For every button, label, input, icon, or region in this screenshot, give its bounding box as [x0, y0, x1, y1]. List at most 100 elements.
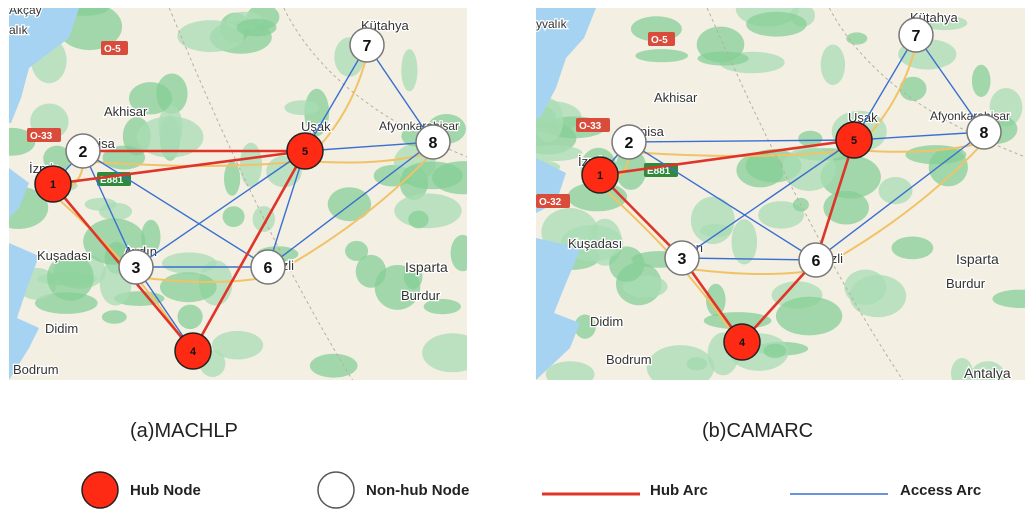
access-arc-2-6	[82, 150, 269, 268]
hub-node-5	[835, 121, 873, 159]
vegetation-patch	[846, 32, 868, 45]
road-badge-label: O-33	[579, 121, 602, 132]
nonhub-node-6	[798, 242, 834, 278]
legend-hub-node: Hub Node	[80, 470, 240, 510]
vegetation-patch	[309, 353, 358, 378]
road-badge	[536, 194, 570, 208]
vegetation-patch	[304, 88, 330, 137]
vegetation-patch	[374, 265, 421, 310]
hub-arc-1-3	[599, 174, 683, 259]
vegetation-patch	[823, 190, 869, 225]
access-arc-3-5	[681, 139, 855, 259]
node-label-1: 1	[597, 170, 603, 182]
node-label-1: 1	[50, 179, 56, 191]
nonhub-node-2	[65, 133, 101, 169]
road-badge	[648, 32, 675, 46]
vegetation-patch	[878, 177, 913, 205]
place-label: Isparta	[405, 259, 448, 275]
road	[267, 151, 434, 278]
vegetation-patch	[798, 130, 823, 147]
road-badge-label: O-33	[30, 131, 53, 142]
node-label-6: 6	[264, 260, 273, 277]
node-label-2: 2	[79, 144, 88, 161]
vegetation-patch	[690, 196, 735, 244]
road-badge	[101, 41, 128, 55]
road	[82, 160, 306, 167]
vegetation-patch	[891, 236, 934, 260]
vegetation-patch	[746, 11, 807, 37]
node-label-5: 5	[302, 146, 308, 158]
node-label-8: 8	[429, 135, 438, 152]
vegetation-patch	[141, 219, 161, 255]
vegetation-patch	[423, 299, 461, 315]
nonhub-node-2	[611, 124, 647, 160]
place-label: Didim	[45, 321, 78, 336]
place-label: alık	[9, 23, 29, 37]
nonhub-node-8	[966, 114, 1002, 150]
road-badge-label: O-32	[539, 197, 562, 208]
place-label: Akhisar	[654, 90, 698, 105]
node-label-6: 6	[812, 253, 821, 270]
vegetation-patch	[345, 240, 369, 261]
access-arc-7-8	[366, 44, 434, 143]
vegetation-patch	[536, 145, 583, 162]
place-label: Kuşadası	[37, 248, 91, 263]
vegetation-patch	[899, 76, 927, 101]
vegetation-patch	[609, 246, 645, 282]
access-arc-2-5	[628, 139, 855, 143]
hub-arc-1-5	[52, 149, 306, 186]
place-label: Didim	[590, 314, 623, 329]
access-arc-2-6	[628, 141, 817, 261]
access-arc-6-8	[267, 141, 434, 268]
vegetation-patch	[450, 234, 467, 272]
road-badge-label: E881	[100, 175, 124, 186]
vegetation-patch	[101, 310, 127, 324]
vegetation-patch	[697, 51, 749, 66]
network-diagram-camarc: yvalıkAkhisarKütahyaAfyonkarahisarKuşada…	[536, 8, 1025, 380]
hub-node-1	[581, 156, 619, 194]
vegetation-patch	[992, 289, 1025, 308]
vegetation-patch	[222, 206, 245, 228]
network-diagram-machlp: AkçayalıkAkhisarKütahyaAfyonkarahisarKuş…	[9, 8, 467, 380]
hub-node-1	[34, 165, 72, 203]
access-arc-5-6	[267, 150, 306, 268]
place-label: Isparta	[956, 251, 999, 267]
access-arc-7-8	[915, 34, 985, 133]
legend-nonhub-node: Non-hub Node	[316, 470, 516, 510]
access-arc-5-8	[853, 131, 985, 141]
node-label-4: 4	[190, 346, 197, 358]
vegetation-patch	[622, 275, 668, 298]
node-label-7: 7	[363, 38, 372, 55]
vegetation-patch	[211, 330, 264, 360]
nonhub-node-8	[415, 124, 451, 160]
place-label: yvalık	[536, 17, 568, 31]
nonhub-node-swatch	[317, 471, 355, 509]
vegetation-patch	[775, 296, 843, 336]
place-label: Burdur	[401, 288, 441, 303]
vegetation-patch	[394, 193, 462, 229]
place-label: Antalya	[964, 365, 1011, 380]
legend-hub-arc: Hub Arc	[540, 470, 740, 510]
hub-node-swatch	[81, 471, 119, 509]
vegetation-patch	[43, 145, 71, 172]
vegetation-patch	[236, 18, 277, 37]
vegetation-patch	[284, 100, 320, 116]
hub-node-4	[723, 323, 761, 361]
place-label: Kuşadası	[568, 236, 622, 251]
road-badge-label: O-5	[651, 35, 668, 46]
vegetation-patch	[224, 161, 241, 196]
vegetation-patch	[922, 15, 968, 31]
hub-arc-4-5	[191, 150, 307, 352]
vegetation-patch	[951, 358, 973, 380]
access-arc-5-7	[853, 34, 917, 141]
legend-nonhub-node-label: Non-hub Node	[366, 482, 470, 499]
node-label-8: 8	[980, 125, 989, 142]
vegetation-patch	[177, 304, 203, 329]
access-arc-3-6	[681, 257, 817, 261]
nonhub-node-6	[250, 249, 286, 285]
nonhub-node-3	[664, 240, 700, 276]
vegetation-patch	[35, 292, 98, 314]
province-border	[168, 8, 353, 380]
vegetation-patch	[763, 343, 787, 358]
